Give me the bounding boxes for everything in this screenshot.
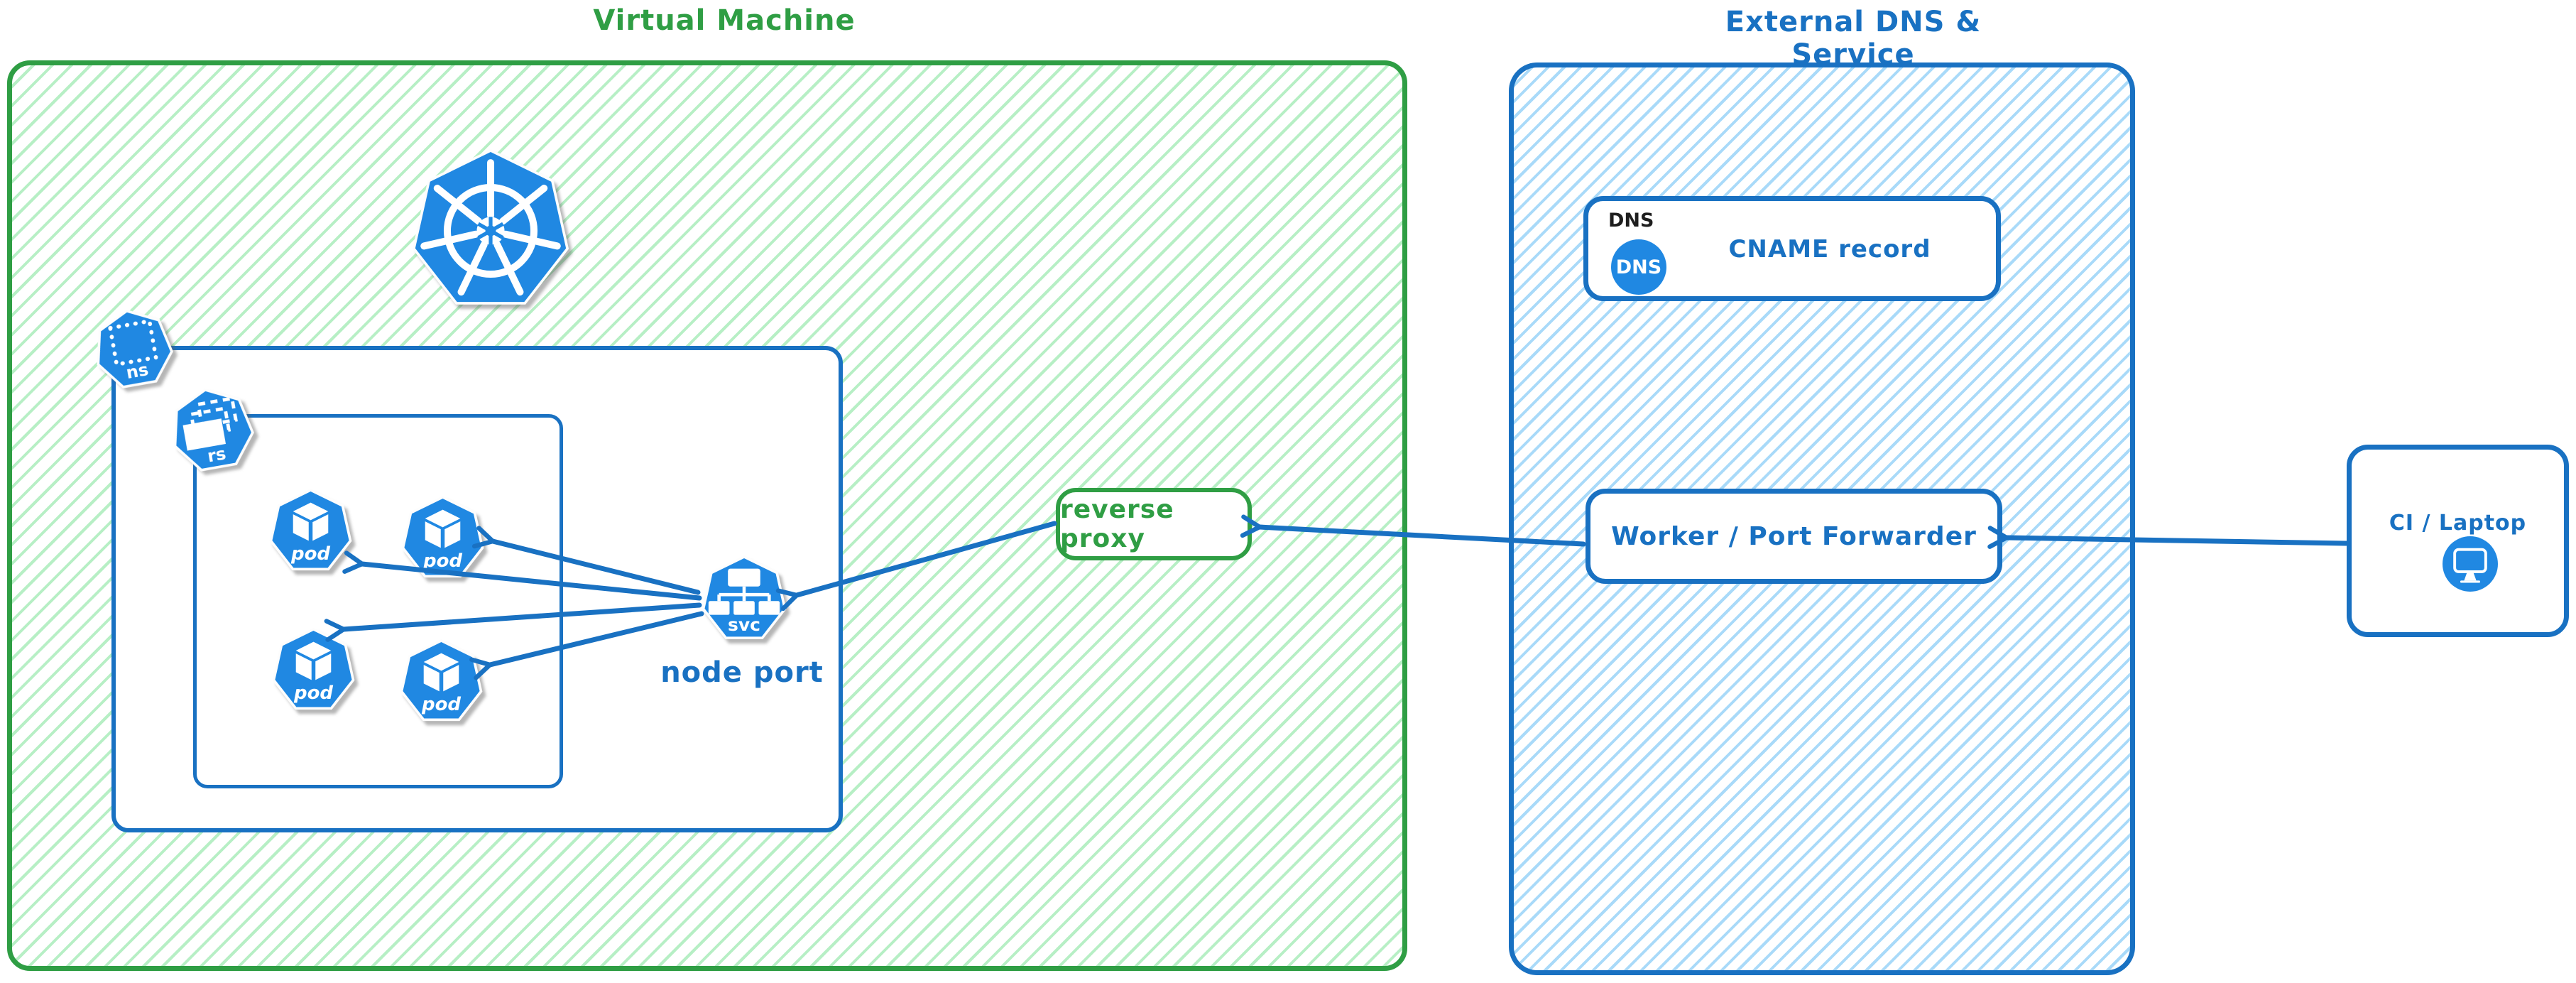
replicaset-box[interactable]	[193, 414, 563, 788]
arrow-proxy-to-svc[interactable]	[775, 521, 1057, 612]
worker-label: Worker / Port Forwarder	[1611, 521, 1977, 551]
dns-badge-label: DNS	[1615, 256, 1662, 278]
service-icon[interactable]: svc	[701, 555, 787, 643]
monitor-icon	[2443, 536, 2498, 592]
arrow-svc-to-pod1[interactable]	[342, 550, 702, 601]
arrow-worker-to-proxy[interactable]	[1240, 514, 1586, 547]
reverse-proxy-label: reverse proxy	[1060, 495, 1174, 553]
pod-label: pod	[290, 543, 331, 565]
cname-record-label: CNAME record	[1728, 235, 1931, 264]
node-port-label: node port	[660, 656, 824, 689]
arrow-ci-to-worker[interactable]	[1987, 526, 2349, 549]
dns-tag: DNS	[1608, 210, 1654, 232]
worker-box[interactable]: Worker / Port Forwarder	[1586, 489, 2002, 584]
pod-icon-4[interactable]: pod	[399, 639, 484, 725]
pod-label: pod	[293, 682, 334, 704]
pod-label: pod	[422, 550, 463, 572]
pod-icon-1[interactable]: pod	[268, 489, 353, 575]
pod-label: pod	[421, 693, 462, 715]
dns-badge-icon: DNS	[1611, 239, 1666, 295]
reverse-proxy-box[interactable]: reverse proxy	[1056, 488, 1252, 560]
kubernetes-logo-icon[interactable]	[410, 149, 571, 313]
dns-box[interactable]: DNS DNS CNAME record	[1583, 196, 2001, 301]
arrow-svc-to-pod4[interactable]	[469, 611, 704, 680]
namespace-icon[interactable]: ns	[87, 303, 180, 396]
ci-laptop-box[interactable]: CI / Laptop	[2347, 445, 2569, 637]
replicaset-icon[interactable]: rs	[163, 381, 261, 480]
ci-laptop-label: CI / Laptop	[2389, 511, 2527, 536]
arrow-svc-to-pod3[interactable]	[324, 602, 702, 642]
svc-badge-label: svc	[728, 614, 760, 635]
vm-title: Virtual Machine	[593, 4, 856, 37]
arrow-svc-to-pod2[interactable]	[471, 526, 701, 595]
pod-icon-2[interactable]: pod	[400, 496, 485, 582]
